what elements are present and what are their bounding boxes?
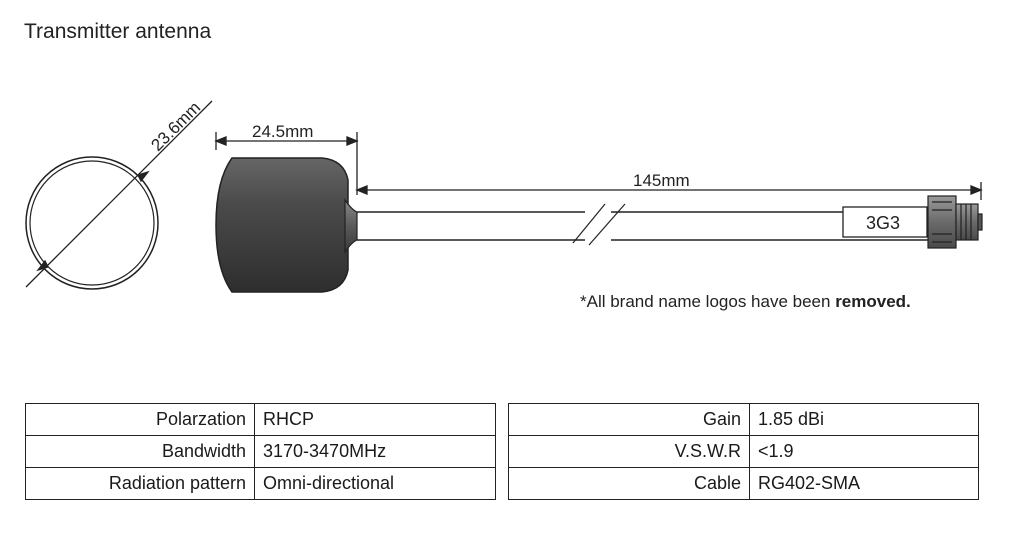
spec-value: 3170-3470MHz — [254, 435, 496, 468]
spec-value: RHCP — [254, 403, 496, 436]
cable-tag-label: 3G3 — [866, 213, 900, 233]
spec-value: <1.9 — [749, 435, 979, 468]
front-view-circle — [25, 156, 159, 290]
spec-label: Polarzation — [25, 403, 255, 436]
spec-value: Omni-directional — [254, 467, 496, 500]
diameter-dimension-line — [25, 100, 213, 288]
page-title: Transmitter antenna — [24, 20, 212, 43]
spec-label: Radiation pattern — [25, 467, 255, 500]
table-row: Gain 1.85 dBi — [508, 403, 979, 436]
note-text: *All brand name logos have been — [580, 292, 836, 311]
sma-connector — [927, 195, 983, 249]
table-row: Polarzation RHCP — [25, 403, 496, 436]
spec-table-right: Gain 1.85 dBi V.S.W.R <1.9 Cable RG402-S… — [508, 403, 979, 500]
cable — [357, 203, 928, 246]
cable-length-dimension-line — [355, 182, 983, 200]
logo-removal-note: *All brand name logos have been removed. — [580, 292, 911, 312]
table-row: Cable RG402-SMA — [508, 467, 979, 500]
table-row: V.S.W.R <1.9 — [508, 435, 979, 468]
diameter-label: 23.6mm — [147, 98, 204, 155]
length-label: 24.5mm — [252, 122, 313, 141]
spec-table-left: Polarzation RHCP Bandwidth 3170-3470MHz … — [25, 403, 496, 500]
cable-length-label: 145mm — [633, 171, 690, 190]
spec-label: V.S.W.R — [508, 435, 750, 468]
note-emphasis: removed. — [835, 292, 911, 311]
spec-value: RG402-SMA — [749, 467, 979, 500]
spec-label: Cable — [508, 467, 750, 500]
cable-tag — [842, 206, 928, 238]
table-row: Bandwidth 3170-3470MHz — [25, 435, 496, 468]
table-row: Radiation pattern Omni-directional — [25, 467, 496, 500]
spec-label: Gain — [508, 403, 750, 436]
spec-value: 1.85 dBi — [749, 403, 979, 436]
spec-label: Bandwidth — [25, 435, 255, 468]
length-dimension-line — [214, 132, 359, 195]
antenna-cap — [215, 157, 358, 293]
